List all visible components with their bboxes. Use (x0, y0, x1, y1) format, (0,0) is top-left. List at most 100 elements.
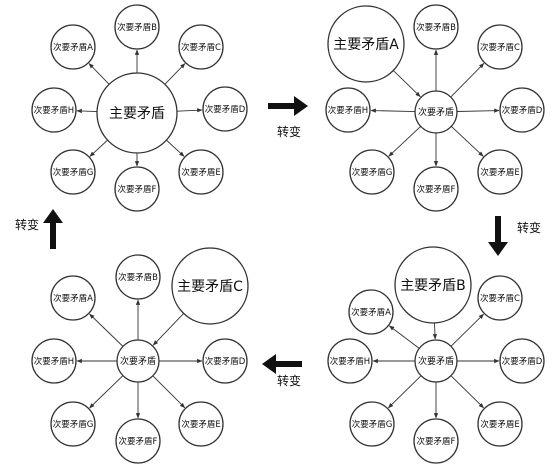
secondary-node-bottom-left-次要矛盾H-circle (31, 338, 77, 384)
secondary-node-bottom-left-次要矛盾D: 次要矛盾D (202, 338, 248, 384)
secondary-node-bottom-left-次要矛盾A-circle (50, 275, 96, 321)
secondary-node-bottom-right-次要矛盾A-label: 次要矛盾A (351, 307, 391, 318)
transition-arrow-bottom-right-to-bottom-left (262, 354, 302, 374)
principal-contradiction-node-bottom-right-circle (394, 246, 472, 324)
transition-label-top-left-to-top-right: 转变 (277, 124, 301, 139)
secondary-node-bottom-right-次要矛盾F: 次要矛盾F (413, 418, 459, 464)
secondary-node-bottom-left-次要矛盾F-circle (115, 418, 161, 464)
spoke-top-left-次要矛盾G (89, 139, 108, 157)
spoke-bottom-right-次要矛盾C (450, 313, 484, 347)
secondary-node-top-left-次要矛盾H-label: 次要矛盾H (34, 105, 74, 116)
principal-contradiction-node-top-right: 主要矛盾A (327, 5, 405, 83)
center-node-top-right: 次要矛盾 (414, 90, 458, 134)
secondary-node-bottom-left-次要矛盾B-label: 次要矛盾B (118, 272, 158, 283)
secondary-node-bottom-right-次要矛盾F-circle (413, 418, 459, 464)
spoke-top-right-次要矛盾D (456, 108, 500, 113)
secondary-node-bottom-left-次要矛盾E-label: 次要矛盾E (181, 419, 220, 430)
secondary-node-bottom-left-次要矛盾G: 次要矛盾G (50, 401, 96, 447)
principal-link-bottom-left (152, 313, 185, 346)
secondary-node-top-left-次要矛盾E-circle (178, 149, 224, 195)
secondary-node-bottom-left-次要矛盾F-label: 次要矛盾F (119, 436, 158, 447)
secondary-node-bottom-right-次要矛盾A-circle (348, 289, 394, 335)
principal-contradiction-node-bottom-left-circle (171, 247, 249, 325)
secondary-node-top-right-次要矛盾D-circle (499, 87, 545, 133)
principal-contradiction-node-bottom-left-label: 主要矛盾C (177, 279, 243, 295)
secondary-node-top-left-次要矛盾D-circle (202, 86, 248, 132)
spoke-top-right-次要矛盾H (370, 108, 416, 113)
secondary-node-bottom-left-次要矛盾D-label: 次要矛盾D (205, 356, 246, 367)
secondary-node-bottom-right-次要矛盾H: 次要矛盾H (327, 338, 373, 384)
secondary-node-bottom-left-次要矛盾D-circle (202, 338, 248, 384)
secondary-node-bottom-left-次要矛盾H-label: 次要矛盾H (34, 356, 74, 367)
secondary-node-bottom-right-次要矛盾D-label: 次要矛盾D (502, 356, 543, 367)
transition-arrow-top-right-to-bottom-right (488, 216, 508, 256)
transition-arrow-top-left-to-top-right (268, 96, 308, 116)
secondary-node-top-left-次要矛盾A: 次要矛盾A (50, 24, 96, 70)
secondary-node-top-left-次要矛盾D: 次要矛盾D (202, 86, 248, 132)
secondary-node-top-right-次要矛盾E-label: 次要矛盾E (480, 167, 519, 178)
secondary-node-bottom-left-次要矛盾B: 次要矛盾B (115, 254, 161, 300)
spoke-top-right-次要矛盾G (388, 126, 421, 157)
secondary-node-bottom-right-次要矛盾A: 次要矛盾A (348, 289, 394, 335)
secondary-node-top-left-次要矛盾E-label: 次要矛盾E (181, 167, 220, 178)
spoke-top-right-次要矛盾E (451, 126, 484, 157)
secondary-node-top-right-次要矛盾H-label: 次要矛盾H (328, 105, 368, 116)
secondary-node-top-left-次要矛盾B-label: 次要矛盾B (117, 22, 157, 33)
center-node-bottom-left-label: 次要矛盾 (120, 355, 156, 367)
spoke-top-left-次要矛盾D (176, 108, 203, 113)
principal-link-top-right (392, 70, 421, 98)
secondary-node-bottom-left-次要矛盾A-label: 次要矛盾A (53, 293, 93, 304)
secondary-node-bottom-right-次要矛盾G: 次要矛盾G (349, 401, 395, 447)
secondary-node-bottom-right-次要矛盾D-circle (499, 338, 545, 384)
secondary-node-top-right-次要矛盾E: 次要矛盾E (477, 149, 523, 195)
transition-label-bottom-right-to-bottom-left: 转变 (277, 373, 301, 388)
secondary-node-bottom-right-次要矛盾G-label: 次要矛盾G (352, 419, 393, 430)
center-node-bottom-right-label: 次要矛盾 (418, 355, 454, 367)
secondary-node-bottom-left-次要矛盾G-circle (50, 401, 96, 447)
secondary-node-top-right-次要矛盾B-label: 次要矛盾B (416, 22, 456, 33)
secondary-node-top-right-次要矛盾G-circle (349, 149, 395, 195)
spoke-top-right-次要矛盾C (450, 63, 485, 98)
secondary-node-bottom-left-次要矛盾B-circle (115, 254, 161, 300)
secondary-node-top-left-次要矛盾B-circle (114, 4, 160, 50)
secondary-node-top-left-次要矛盾A-label: 次要矛盾A (53, 42, 93, 53)
secondary-node-top-left-次要矛盾G-label: 次要矛盾G (53, 167, 94, 178)
secondary-node-top-left-次要矛盾F-circle (114, 166, 160, 212)
secondary-node-bottom-right-次要矛盾H-label: 次要矛盾H (330, 356, 370, 367)
secondary-node-bottom-left-次要矛盾H: 次要矛盾H (31, 338, 77, 384)
center-node-top-right-label: 次要矛盾 (418, 106, 454, 118)
secondary-node-bottom-right-次要矛盾E-circle (477, 401, 523, 447)
principal-contradiction-node-top-left: 主要矛盾 (96, 72, 178, 154)
center-node-top-right-circle (414, 90, 458, 134)
secondary-node-top-left-次要矛盾G: 次要矛盾G (50, 149, 96, 195)
secondary-node-bottom-left-次要矛盾A: 次要矛盾A (50, 275, 96, 321)
secondary-node-top-left-次要矛盾C-label: 次要矛盾C (181, 42, 221, 53)
secondary-node-top-right-次要矛盾G: 次要矛盾G (349, 149, 395, 195)
secondary-node-bottom-right-次要矛盾H-circle (327, 338, 373, 384)
secondary-node-top-left-次要矛盾D-label: 次要矛盾D (205, 104, 246, 115)
secondary-node-top-left-次要矛盾H-circle (31, 87, 77, 133)
secondary-node-bottom-left-次要矛盾E-circle (178, 401, 224, 447)
spoke-bottom-left-次要矛盾E (152, 375, 186, 409)
secondary-node-top-left-次要矛盾F: 次要矛盾F (114, 166, 160, 212)
secondary-node-top-right-次要矛盾H-circle (325, 87, 371, 133)
transition-label-bottom-left-to-top-left: 转变 (15, 217, 39, 232)
spoke-bottom-right-次要矛盾A (388, 325, 420, 349)
center-node-bottom-left: 次要矛盾 (116, 339, 160, 383)
principal-contradiction-node-top-right-circle (327, 5, 405, 83)
secondary-node-top-left-次要矛盾H: 次要矛盾H (31, 87, 77, 133)
spoke-top-left-次要矛盾C (164, 63, 186, 85)
principal-contradiction-node-top-right-label: 主要矛盾A (333, 37, 399, 53)
transition-label-top-right-to-bottom-right: 转变 (517, 220, 541, 235)
secondary-node-top-right-次要矛盾D: 次要矛盾D (499, 87, 545, 133)
center-node-bottom-left-circle (116, 339, 160, 383)
secondary-node-top-right-次要矛盾D-label: 次要矛盾D (502, 105, 543, 116)
secondary-node-bottom-right-次要矛盾C: 次要矛盾C (477, 275, 523, 321)
secondary-node-bottom-left-次要矛盾G-label: 次要矛盾G (53, 419, 94, 430)
secondary-node-bottom-right-次要矛盾E-label: 次要矛盾E (480, 419, 519, 430)
spoke-top-left-次要矛盾E (166, 139, 185, 157)
spoke-bottom-right-次要矛盾E (450, 375, 484, 409)
secondary-node-bottom-right-次要矛盾D: 次要矛盾D (499, 338, 545, 384)
